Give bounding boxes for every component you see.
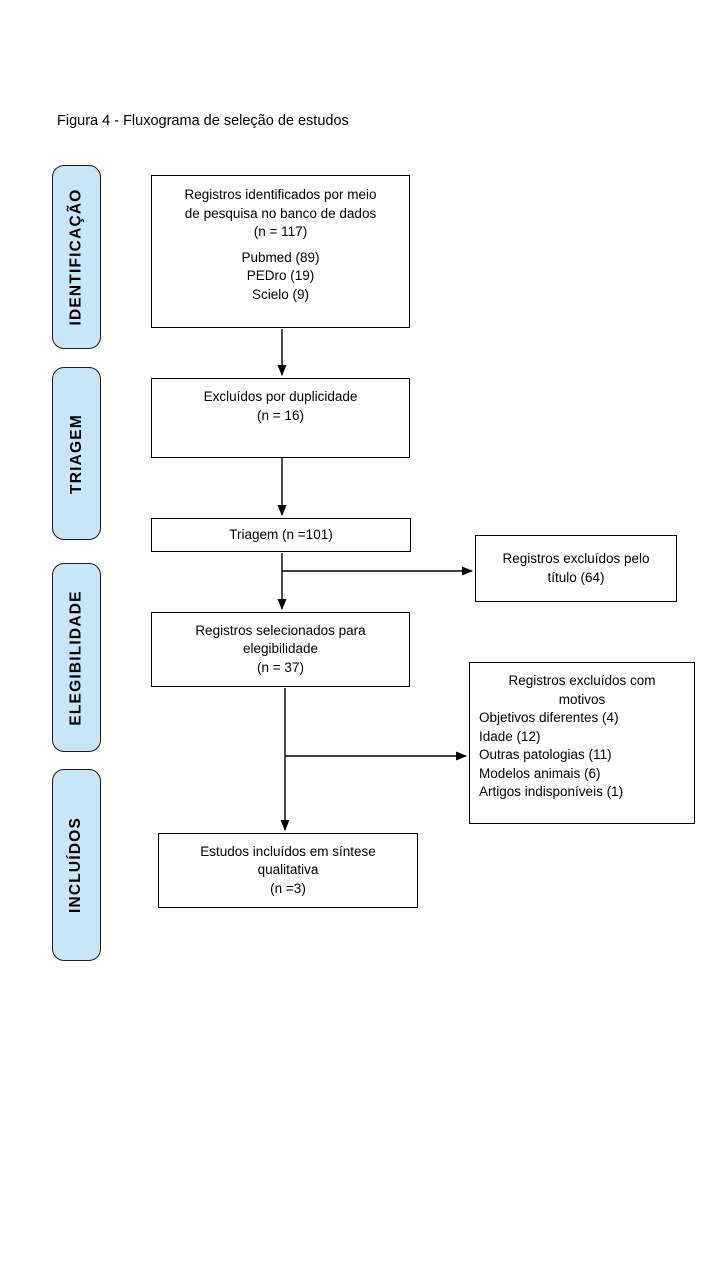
- box-text-line: (n = 117): [253, 224, 308, 239]
- exclusion-reason: Idade (12): [479, 728, 541, 744]
- exclusion-reason: Modelos animais (6): [479, 765, 601, 781]
- box-text-line: Estudos incluídos em síntese: [200, 843, 376, 859]
- exclusion-reason: Objetivos diferentes (4): [479, 710, 619, 725]
- box-text-line: (n = 16): [257, 407, 304, 423]
- exclusion-reason-list: Objetivos diferentes (4) Idade (12) Outr…: [470, 709, 694, 802]
- box-text-line: Scielo (9): [251, 286, 310, 302]
- box-screening: Triagem (n =101): [151, 518, 411, 552]
- box-text-line: Excluídos por duplicidade: [203, 389, 358, 404]
- figure-caption: Figura 4 - Fluxograma de seleção de estu…: [57, 113, 349, 129]
- box-text-line: título (64): [547, 569, 605, 585]
- box-text-line: PEDro (19): [246, 268, 315, 283]
- box-identified-records: Registros identificados por meio de pesq…: [151, 175, 410, 328]
- stage-label-text: TRIAGEM: [67, 413, 85, 494]
- box-excluded-by-title: Registros excluídos pelo título (64): [475, 535, 677, 602]
- box-text-line: motivos: [558, 691, 606, 707]
- exclusion-reason: Artigos indisponíveis (1): [479, 784, 624, 799]
- exclusion-reason: Outras patologias (11): [479, 747, 612, 762]
- stage-label-triagem: TRIAGEM: [52, 367, 101, 540]
- box-excluded-duplicates: Excluídos por duplicidade (n = 16): [151, 378, 410, 458]
- box-text-line: Registros selecionados para: [195, 622, 366, 638]
- box-text-line: Registros identificados por meio: [184, 187, 377, 202]
- stage-label-text: INCLUÍDOS: [67, 816, 85, 914]
- stage-label-text: ELEGIBILIDADE: [67, 589, 85, 726]
- stage-label-elegibilidade: ELEGIBILIDADE: [52, 563, 101, 752]
- box-text-line: (n = 37): [257, 659, 304, 675]
- box-included-studies: Estudos incluídos em síntese qualitativa…: [158, 833, 418, 908]
- stage-label-identificacao: IDENTIFICAÇÃO: [52, 165, 101, 349]
- box-text-line: Triagem (n =101): [229, 526, 333, 542]
- box-text-line: elegibilidade: [242, 641, 319, 657]
- box-text-line: (n =3): [270, 880, 306, 896]
- box-text-line: Pubmed (89): [241, 249, 320, 265]
- stage-label-text: IDENTIFICAÇÃO: [67, 188, 85, 326]
- box-text-line: Registros excluídos pelo: [502, 551, 650, 566]
- box-eligibility: Registros selecionados para elegibilidad…: [151, 612, 410, 687]
- box-text-line: de pesquisa no banco de dados: [184, 205, 377, 221]
- stage-label-incluidos: INCLUÍDOS: [52, 769, 101, 961]
- box-text-line: qualitativa: [257, 862, 319, 878]
- database-sources: Pubmed (89) PEDro (19) Scielo (9): [152, 249, 409, 305]
- box-text-line: Registros excluídos com: [508, 673, 656, 688]
- box-excluded-reasons: Registros excluídos com motivos Objetivo…: [469, 662, 695, 824]
